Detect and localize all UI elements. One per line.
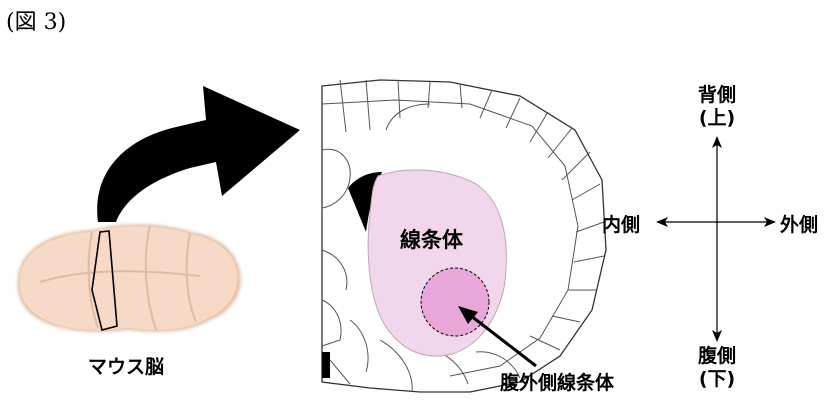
dorsal-sub-text: (上): [692, 107, 742, 130]
mouse-brain-illustration: [18, 224, 241, 332]
dorsal-text: 背側: [692, 84, 742, 107]
dorsal-label: 背側 (上): [692, 84, 742, 130]
striatum-label: 線条体: [400, 224, 463, 254]
lateral-label: 外側: [780, 210, 818, 237]
orientation-compass: [656, 136, 776, 342]
ventrolateral-striatum-region: [421, 268, 489, 336]
ventrolateral-striatum-label: 腹外側線条体: [500, 368, 614, 395]
ventral-sub-text: (下): [692, 368, 742, 391]
bottom-dark-mark: [322, 352, 330, 378]
curved-arrow: [97, 86, 300, 222]
ventral-text: 腹側: [692, 345, 742, 368]
mouse-brain-label: マウス脳: [88, 352, 164, 379]
medial-label: 内側: [602, 210, 640, 237]
ventral-label: 腹側 (下): [692, 345, 742, 391]
